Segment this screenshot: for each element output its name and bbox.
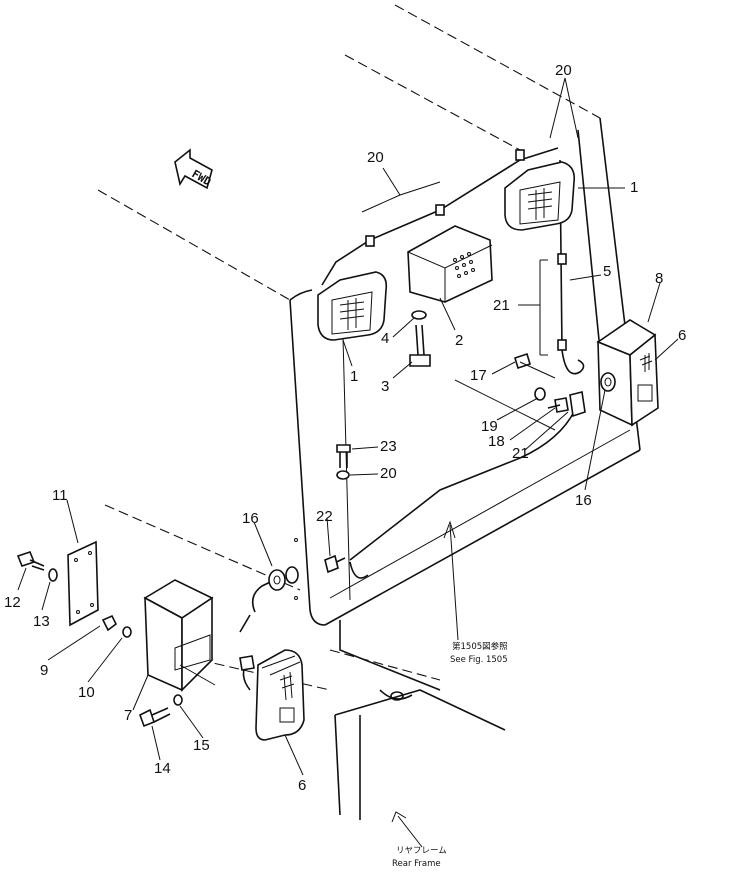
callout-numbers: 20 20 1 1 2 3 4 5 6 6 7 8 9 10 11 12 13 … <box>4 62 686 794</box>
fwd-label: FWD <box>190 167 214 188</box>
wiring-harness <box>321 147 585 561</box>
callout-21: 22 <box>316 508 333 525</box>
bracket-8 <box>596 319 659 427</box>
callout-18: 18 <box>488 433 505 450</box>
clip-17 <box>454 352 556 431</box>
rear-frame <box>199 620 506 820</box>
bolt-22 <box>336 444 351 480</box>
callout-2: 2 <box>455 332 463 349</box>
callout-13: 13 <box>33 613 50 630</box>
callout-22: 23 <box>380 438 397 455</box>
see-fig-en: See Fig. 1505 <box>450 655 508 665</box>
rear-lamp-box <box>407 225 493 303</box>
bolt-12 <box>16 551 58 582</box>
callout-12: 12 <box>4 594 21 611</box>
rear-frame-en: Rear Frame <box>392 859 441 869</box>
callout-11: 11 <box>52 487 68 504</box>
callout-16: 16 <box>242 510 259 527</box>
callout-23: 20 <box>380 465 397 482</box>
callout-14: 14 <box>154 760 171 777</box>
callout-20: 21 <box>493 297 510 314</box>
nut-9 <box>101 614 132 638</box>
callout-16: 16 <box>575 492 592 509</box>
bolt-3 <box>409 310 431 367</box>
washer-19 <box>534 387 546 401</box>
callout-17: 17 <box>470 367 487 384</box>
see-fig-jp: 第1505図参照 <box>452 641 508 652</box>
callout-7: 7 <box>124 707 132 724</box>
plate-11 <box>67 540 99 627</box>
callout-9: 9 <box>40 662 48 679</box>
switch-6-lower <box>239 649 305 741</box>
rear-frame-jp: リヤフレーム <box>396 846 447 856</box>
callout-20: 20 <box>367 149 384 166</box>
harness-lower <box>239 538 369 633</box>
callout-20: 20 <box>555 62 572 79</box>
callout-8: 8 <box>655 270 663 287</box>
grommet-right <box>600 372 616 392</box>
bracket-7 <box>143 579 216 692</box>
callout-3: 3 <box>381 378 389 395</box>
callout-21: 21 <box>512 445 529 462</box>
bolt-14 <box>139 694 183 728</box>
callout-6: 6 <box>678 327 686 344</box>
callout-6: 6 <box>298 777 306 794</box>
callout-15: 15 <box>193 737 210 754</box>
bolt-18 <box>547 397 569 413</box>
clip-21-right <box>569 391 586 418</box>
work-lamp-left <box>317 271 388 341</box>
callout-10: 10 <box>78 684 95 701</box>
leader-lines <box>17 77 679 848</box>
callout-4: 4 <box>381 330 389 347</box>
callout-19: 19 <box>481 418 498 435</box>
callout-1: 1 <box>630 179 638 196</box>
callout-5: 5 <box>603 263 611 280</box>
callout-1: 1 <box>350 368 358 385</box>
reference-notes: 第1505図参照 See Fig. 1505 リヤフレーム Rear Frame <box>392 641 508 869</box>
fwd-arrow-icon: FWD <box>174 148 214 190</box>
work-lamp-right <box>504 161 576 231</box>
